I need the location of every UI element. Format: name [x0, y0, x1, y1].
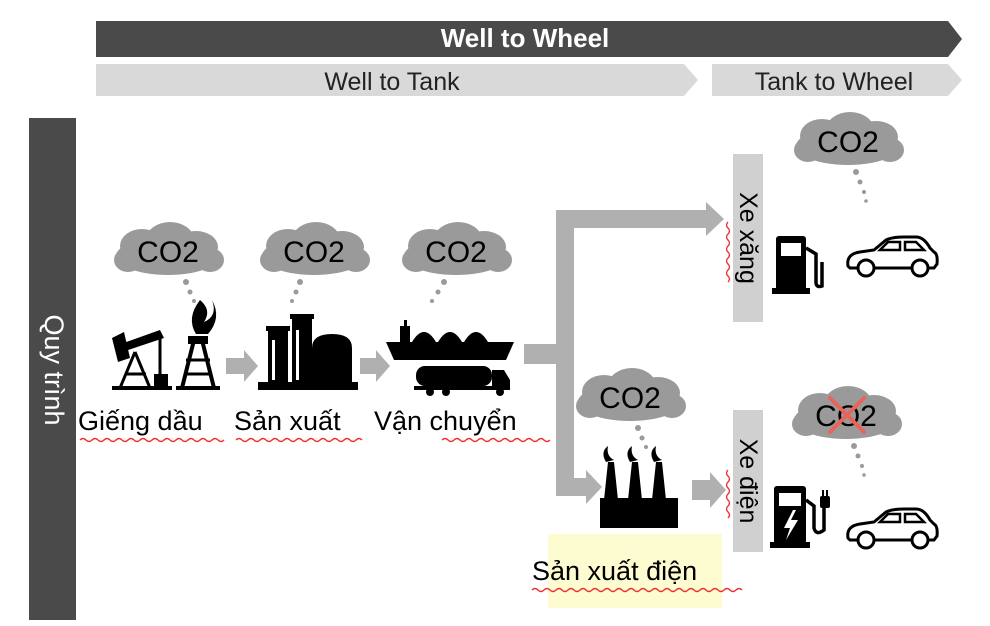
co2-label: CO2 — [425, 236, 487, 269]
refinery-icon — [258, 314, 358, 390]
process-side-bar: Quy trình — [29, 118, 76, 620]
oil-derrick-icon — [176, 300, 220, 390]
cross-icon — [828, 396, 866, 434]
co2-label: CO2 — [599, 382, 661, 415]
cloud-icon — [260, 222, 370, 303]
spellcheck-underline — [725, 469, 731, 519]
gasoline-vehicle-tag: Xe xăng — [733, 154, 763, 322]
branch-arrow — [524, 202, 724, 504]
well-to-tank-label: Well to Tank — [324, 68, 460, 96]
cloud-icon — [576, 368, 686, 449]
well-to-wheel-label: Well to Wheel — [441, 23, 610, 53]
spellcheck-underline — [441, 437, 551, 443]
co2-label: CO2 — [283, 236, 345, 269]
power-production-highlight — [548, 534, 722, 608]
fuel-pump-icon — [772, 236, 824, 294]
tank-to-wheel-banner: Tank to Wheel — [712, 64, 962, 96]
cloud-icon — [794, 112, 904, 203]
stage-label-oil-well: Giếng dầu — [78, 406, 203, 436]
spellcheck-underline — [79, 437, 225, 443]
stage-label-power-production: Sản xuất điện — [532, 556, 697, 586]
flow-arrow — [226, 350, 258, 382]
stage-label-transport: Vận chuyển — [374, 406, 517, 436]
cloud-icon — [402, 222, 512, 303]
tank-to-wheel-label: Tank to Wheel — [755, 68, 913, 96]
lng-ship-icon — [386, 320, 514, 360]
co2-label: CO2 — [817, 126, 879, 159]
flow-arrow — [360, 350, 390, 382]
cloud-icon — [114, 222, 224, 303]
spellcheck-underline — [235, 437, 363, 443]
spellcheck-underline — [725, 221, 731, 283]
oil-pumpjack-icon — [112, 330, 172, 390]
electric-car-icon — [846, 507, 939, 550]
co2-label: CO2 — [137, 236, 199, 269]
electric-vehicle-tag: Xe điện — [733, 410, 763, 552]
power-plant-icon — [600, 446, 678, 528]
stage-label-production: Sản xuất — [234, 406, 341, 436]
flow-arrow — [692, 472, 726, 508]
electric-vehicle-label: Xe điện — [734, 439, 762, 524]
tanker-truck-icon — [414, 366, 510, 396]
well-to-wheel-banner: Well to Wheel — [96, 21, 962, 57]
process-side-label: Quy trình — [39, 314, 69, 425]
gasoline-car-icon — [846, 235, 939, 278]
ev-charger-icon — [770, 486, 830, 548]
well-to-tank-banner: Well to Tank — [96, 64, 698, 96]
cloud-icon — [792, 386, 902, 477]
gasoline-vehicle-label: Xe xăng — [734, 192, 762, 284]
spellcheck-underline — [531, 587, 743, 593]
